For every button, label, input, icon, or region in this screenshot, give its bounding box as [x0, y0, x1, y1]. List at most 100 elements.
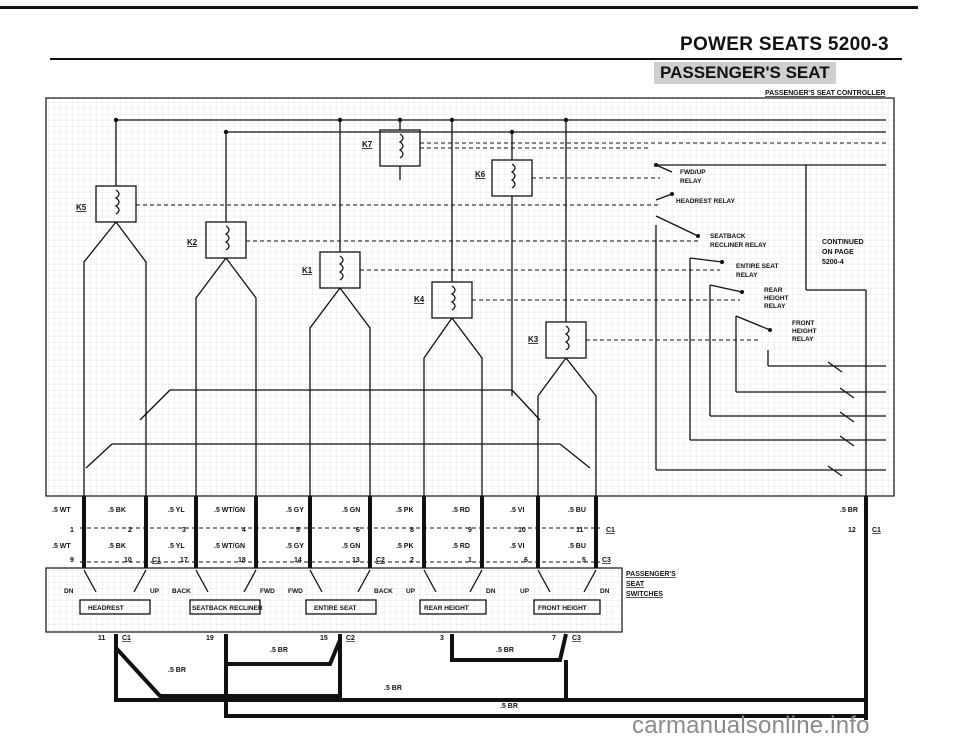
pin-upper-0: 1 — [70, 527, 74, 534]
ground-wire-2: .5 BR — [496, 647, 514, 654]
relay-label-k3: K3 — [528, 335, 539, 344]
connector-c1-upper: C1 — [606, 527, 615, 534]
connector-c3-lower: C3 — [602, 557, 611, 564]
switch-group-labels: HEADREST SEATBACK RECLINER ENTIRE SEAT R… — [88, 605, 587, 612]
pin-lower-7: 1 — [468, 557, 472, 564]
connector-c3-bottom: C3 — [572, 635, 581, 642]
contact-networks — [83, 221, 597, 496]
entire-relay-line2: RELAY — [736, 272, 758, 279]
connector-c1-lower: C1 — [152, 557, 161, 564]
switch-dir-7: DN — [486, 588, 496, 595]
pin-bottom-0: 11 — [98, 635, 106, 642]
fwd-up-relay-line1: FWD/UP — [680, 169, 706, 176]
wire-mid-9: .5 BU — [568, 543, 586, 550]
wire-mid-6: .5 PK — [396, 543, 414, 550]
headrest-relay: HEADREST RELAY — [676, 198, 736, 205]
pin-bottom-1: 19 — [206, 635, 214, 642]
entire-relay-line1: ENTIRE SEAT — [736, 263, 779, 270]
front-relay-line2: HEIGHT — [792, 328, 817, 335]
relay-label-k4: K4 — [414, 295, 425, 304]
wire-top-6: .5 PK — [396, 507, 414, 514]
pin-bottom-2: 15 — [320, 635, 328, 642]
wire-top-3: .5 WT/GN — [214, 507, 245, 514]
switches-label-line1: PASSENGER'S — [626, 571, 676, 578]
rear-relay-line3: RELAY — [764, 303, 786, 310]
pins-bottom: 11 19 15 3 7 C1 C2 C3 — [98, 635, 581, 642]
wire-mid-4: .5 GY — [286, 543, 304, 550]
ground-wire-labels: .5 BR .5 BR .5 BR .5 BR .5 BR — [168, 647, 518, 710]
relay-label-k5: K5 — [76, 203, 87, 212]
wire-mid-1: .5 BK — [108, 543, 126, 550]
switch-dir-1: UP — [150, 588, 160, 595]
switch-dir-8: UP — [520, 588, 530, 595]
seatback-relay-line2: RECLINER RELAY — [710, 242, 767, 249]
pin-upper-7: 9 — [468, 527, 472, 534]
pin-bottom-4: 7 — [552, 635, 556, 642]
wire-top-9: .5 BU — [568, 507, 586, 514]
rear-relay-line1: REAR — [764, 287, 783, 294]
wire-top-7: .5 RD — [452, 507, 470, 514]
fwd-up-relay-line2: RELAY — [680, 178, 702, 185]
front-relay-line1: FRONT — [792, 320, 814, 327]
switch-dir-2: BACK — [172, 588, 191, 595]
pin-upper-4: 5 — [296, 527, 300, 534]
connector-c1-bottom: C1 — [122, 635, 131, 642]
pin-lower-3: 18 — [238, 557, 246, 564]
switch-dir-6: UP — [406, 588, 416, 595]
switch-dir-4: FWD — [288, 588, 303, 595]
seatback-relay-line1: SEATBACK — [710, 233, 746, 240]
pin-lower-2: 17 — [180, 557, 188, 564]
wire-mid-3: .5 WT/GN — [214, 543, 245, 550]
pin-lower-4: 14 — [294, 557, 302, 564]
wire-mid-7: .5 RD — [452, 543, 470, 550]
ground-wire-0: .5 BR — [270, 647, 288, 654]
wire-mid-2: .5 YL — [168, 543, 185, 550]
wire-top-4: .5 GY — [286, 507, 304, 514]
pin-lower-1: 10 — [124, 557, 132, 564]
wire-top-2: .5 YL — [168, 507, 185, 514]
continued-line1: CONTINUED — [822, 239, 864, 246]
pin-lower-5: 13 — [352, 557, 360, 564]
coil-feeds — [113, 117, 569, 396]
rear-relay-line2: HEIGHT — [764, 295, 789, 302]
pin-lower-9: 5 — [582, 557, 586, 564]
bus-lines — [116, 119, 886, 166]
continued-line2: ON PAGE — [822, 249, 854, 256]
pin-upper-1: 2 — [128, 527, 132, 534]
pin-lower-0: 9 — [70, 557, 74, 564]
wire-top-5: .5 GN — [342, 507, 360, 514]
pin-upper-8: 10 — [518, 527, 526, 534]
pin-upper-9: 11 — [576, 527, 584, 534]
switch-group-seatback: SEATBACK RECLINER — [192, 605, 263, 612]
pin-upper-6: 8 — [410, 527, 414, 534]
controller-box — [45, 97, 895, 497]
ground-harness — [110, 631, 866, 718]
switch-group-rear: REAR HEIGHT — [424, 605, 469, 612]
wire-mid-0: .5 WT — [52, 543, 71, 550]
relay-contact-labels: FWD/UP RELAY HEADREST RELAY SEATBACK REC… — [654, 163, 817, 343]
wire-labels-top: .5 WT .5 BK .5 YL .5 WT/GN .5 GY .5 GN .… — [52, 507, 858, 514]
switch-dir-5: BACK — [374, 588, 393, 595]
continued-line3: 5200-4 — [822, 259, 844, 266]
switch-dir-0: DN — [64, 588, 74, 595]
relay-label-k1: K1 — [302, 266, 313, 275]
switches-label-line3: SWITCHES — [626, 591, 663, 598]
ground-wire-3: .5 BR — [384, 685, 402, 692]
pin-bottom-3: 3 — [440, 635, 444, 642]
pin-lower-8: 6 — [524, 557, 528, 564]
wire-mid-8: .5 VI — [510, 543, 524, 550]
switch-group-entire: ENTIRE SEAT — [314, 605, 357, 612]
switch-dir-9: DN — [600, 588, 610, 595]
pins-lower: 9 10 17 18 14 13 2 1 6 5 C1 C2 C3 — [70, 557, 611, 564]
wire-top-1: .5 BK — [108, 507, 126, 514]
ground-wire-4: .5 BR — [500, 703, 518, 710]
wire-mid-5: .5 GN — [342, 543, 360, 550]
wire-top-8: .5 VI — [510, 507, 524, 514]
relay-k5: K5 — [76, 185, 660, 223]
wire-labels-mid: .5 WT .5 BK .5 YL .5 WT/GN .5 GY .5 GN .… — [52, 543, 586, 550]
switches-label-line2: SEAT — [626, 581, 645, 588]
switch-directions: DN UP BACK FWD FWD BACK UP DN UP DN — [64, 588, 610, 595]
connector-c1-right: C1 — [872, 527, 881, 534]
pin-upper-10: 12 — [848, 527, 856, 534]
